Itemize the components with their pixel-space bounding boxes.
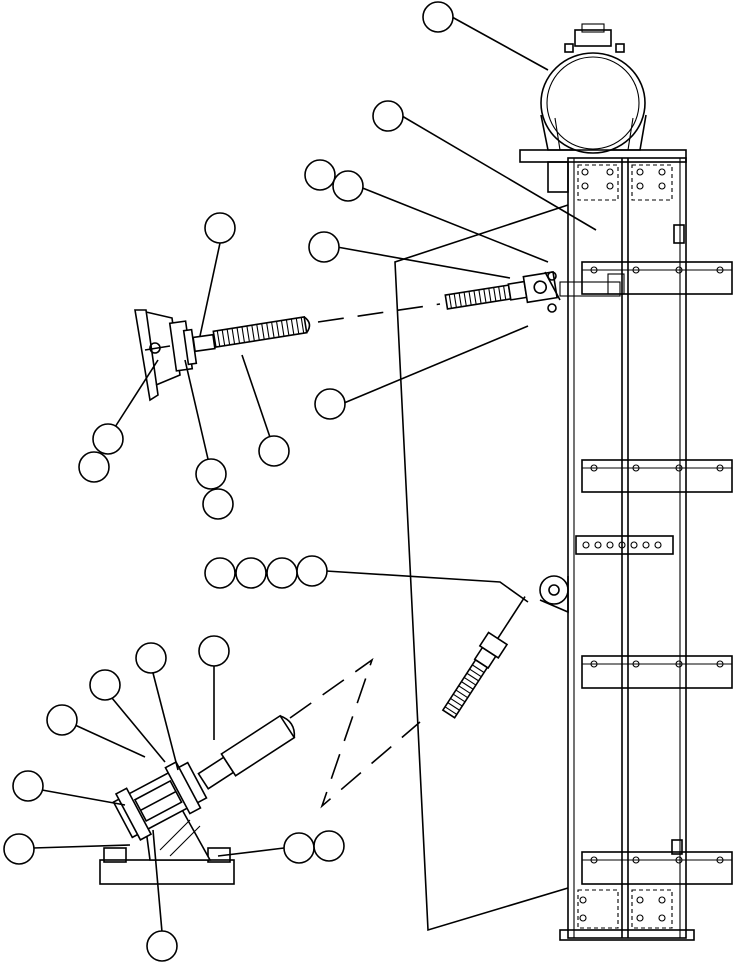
callout-24	[313, 830, 345, 862]
control-lever-assembly	[99, 714, 296, 885]
bracket-2	[581, 459, 733, 493]
callout-16	[296, 555, 328, 587]
perforated-strip	[575, 535, 674, 555]
callout-11	[195, 458, 227, 490]
callout-circles	[3, 1, 454, 962]
leader-lines	[32, 16, 597, 933]
bracket-1	[581, 261, 733, 295]
callout-17	[198, 635, 230, 667]
callout-1	[422, 1, 454, 33]
callout-5	[308, 231, 340, 263]
callout-13	[204, 557, 236, 589]
callout-3	[304, 159, 336, 191]
bracket-3	[581, 655, 733, 689]
frame-brackets	[575, 261, 733, 885]
callout-22	[3, 833, 35, 865]
callout-10	[258, 435, 290, 467]
callout-8	[92, 423, 124, 455]
callout-7	[314, 388, 346, 420]
callout-25	[146, 930, 178, 962]
callout-19	[89, 669, 121, 701]
callout-23	[283, 832, 315, 864]
callout-12	[202, 488, 234, 520]
bracket-4	[581, 851, 733, 885]
callout-4	[332, 170, 364, 202]
lower-cable-assembly	[289, 575, 569, 809]
upper-cable-assembly	[134, 271, 621, 402]
callout-15	[266, 557, 298, 589]
callout-9	[78, 451, 110, 483]
callout-18	[135, 642, 167, 674]
callout-21	[12, 770, 44, 802]
callout-2	[372, 100, 404, 132]
callout-6	[204, 212, 236, 244]
tank	[540, 23, 647, 154]
callout-14	[235, 557, 267, 589]
vertical-frame	[519, 149, 695, 941]
callout-20	[46, 704, 78, 736]
